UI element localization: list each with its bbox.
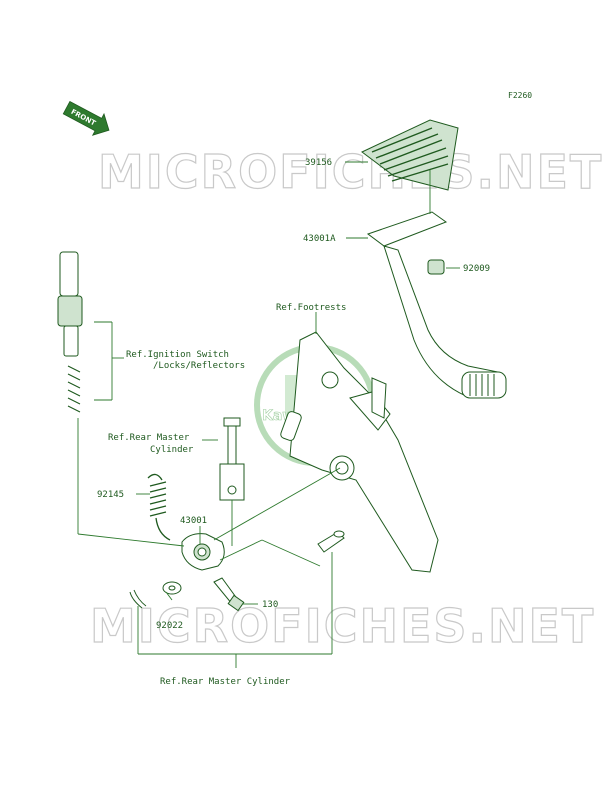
figure-code: F2260 [508, 91, 532, 100]
callout-39156: 39156 [305, 158, 332, 168]
callout-ref-locks-reflectors: /Locks/Reflectors [153, 361, 245, 371]
callout-43001: 43001 [180, 516, 207, 526]
callout-130: 130 [262, 600, 278, 610]
callout-ref-rear-master: Ref.Rear Master [108, 433, 190, 443]
pivot-pin-part [317, 530, 345, 553]
callout-92145: 92145 [97, 490, 124, 500]
callout-ref-footrests: Ref.Footrests [276, 303, 346, 313]
reference-lines [77, 161, 460, 668]
brake-lever-part [181, 533, 225, 571]
callout-cylinder: Cylinder [150, 445, 194, 455]
brake-pedal-part [366, 211, 507, 399]
cotter-pin-part [129, 589, 147, 609]
callout-43001a: 43001A [303, 234, 336, 244]
bolt-part [213, 577, 245, 612]
watermark-bottom: MICROFICHES.NET [90, 599, 595, 653]
watermark-top: MICROFICHES.NET [98, 145, 603, 199]
master-cylinder-rod-part [219, 417, 245, 501]
callout-ref-ignition-switch: Ref.Ignition Switch [126, 350, 229, 360]
front-arrow-icon: FRONT [62, 100, 110, 136]
footrest-bracket-part [280, 331, 439, 573]
callout-92009: 92009 [463, 264, 490, 274]
pedal-pad-part [361, 119, 459, 191]
callout-ref-rear-master-cylinder: Ref.Rear Master Cylinder [160, 677, 291, 687]
stopper-part [427, 259, 445, 275]
brake-switch-part [57, 251, 83, 413]
washer-part [162, 581, 182, 595]
callout-92022: 92022 [156, 621, 183, 631]
return-spring-part [147, 473, 171, 541]
